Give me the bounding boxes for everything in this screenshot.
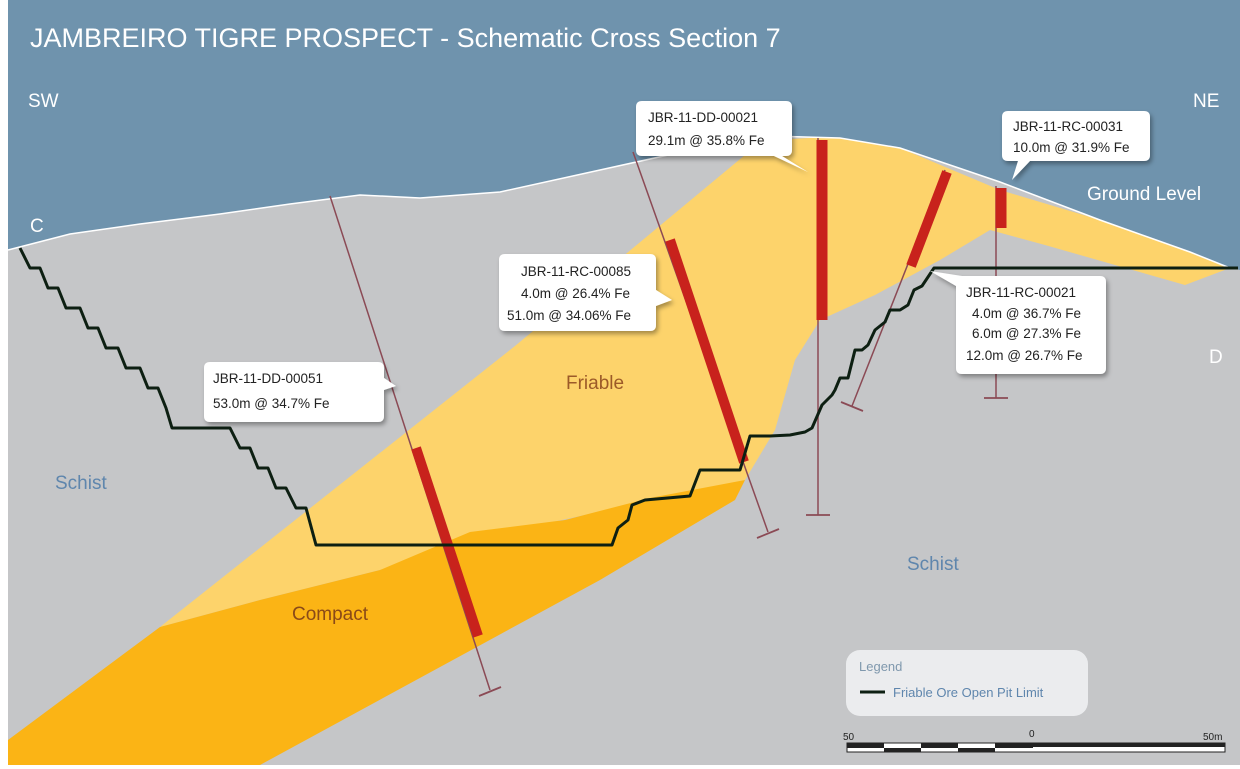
sky-area (8, 0, 1240, 270)
diagram-title: JAMBREIRO TIGRE PROSPECT - Schematic Cro… (30, 23, 781, 53)
open-pit-limit-line (18, 247, 1238, 547)
friable-label: Friable (566, 373, 624, 394)
friable-ore-body (160, 137, 1230, 627)
callout-dd-00051-line-1: 53.0m @ 34.7% Fe (213, 396, 330, 411)
direction-ne: NE (1193, 91, 1219, 112)
callout-rc-00085-line-1: 4.0m @ 26.4% Fe (521, 286, 630, 301)
callout-rc-00085-line-2: 51.0m @ 34.06% Fe (507, 308, 631, 323)
legend-title: Legend (859, 659, 902, 674)
callout-rc-00031-id: JBR-11-RC-00031 (1013, 119, 1123, 134)
scale-label-right: 50m (1203, 732, 1222, 743)
section-end-c: C (30, 216, 44, 237)
drillhole-trace-rc-00031 (840, 169, 952, 412)
schist-label-left: Schist (55, 473, 107, 494)
callout-rc-00085: JBR-11-RC-00085 4.0m @ 26.4% Fe 51.0m @ … (499, 254, 672, 331)
callout-rc-00021-line-2: 6.0m @ 27.3% Fe (972, 326, 1081, 341)
scale-bar: 50 0 50m (843, 729, 1226, 753)
ground-level-line (7, 135, 1231, 269)
callout-rc-00031-line-1: 10.0m @ 31.9% Fe (1013, 140, 1130, 155)
drillhole-trace-rc-00085 (632, 151, 780, 539)
callout-dd-00021-id: JBR-11-DD-00021 (648, 110, 758, 125)
drillhole-trace-dd-00021 (806, 138, 830, 516)
callout-rc-00021-line-1: 4.0m @ 36.7% Fe (972, 306, 1081, 321)
callout-dd-00021-line-1: 29.1m @ 35.8% Fe (648, 133, 765, 148)
legend: Legend Friable Ore Open Pit Limit (846, 650, 1088, 716)
section-end-d: D (1209, 347, 1223, 368)
callout-rc-00021-line-3: 12.0m @ 26.7% Fe (966, 348, 1083, 363)
scale-label-left: 50 (843, 732, 855, 743)
callout-dd-00051-id: JBR-11-DD-00051 (213, 371, 323, 386)
compact-label: Compact (292, 604, 369, 625)
compact-ore-body (8, 480, 745, 765)
callout-rc-00031: JBR-11-RC-00031 10.0m @ 31.9% Fe (1002, 111, 1150, 180)
callout-rc-00085-id: JBR-11-RC-00085 (521, 264, 631, 279)
direction-sw: SW (28, 91, 59, 112)
schist-label-right: Schist (907, 554, 959, 575)
callout-rc-00021-id: JBR-11-RC-00021 (966, 285, 1076, 300)
callout-dd-00051: JBR-11-DD-00051 53.0m @ 34.7% Fe (204, 362, 396, 422)
scale-label-middle: 0 (1029, 729, 1035, 740)
callout-rc-00021: JBR-11-RC-00021 4.0m @ 36.7% Fe 6.0m @ 2… (930, 271, 1106, 374)
callout-dd-00021: JBR-11-DD-00021 29.1m @ 35.8% Fe (636, 101, 808, 172)
drillhole-trace-dd-00051 (329, 195, 502, 697)
ground-level-label: Ground Level (1087, 184, 1201, 205)
legend-item-pit-limit: Friable Ore Open Pit Limit (893, 685, 1044, 700)
